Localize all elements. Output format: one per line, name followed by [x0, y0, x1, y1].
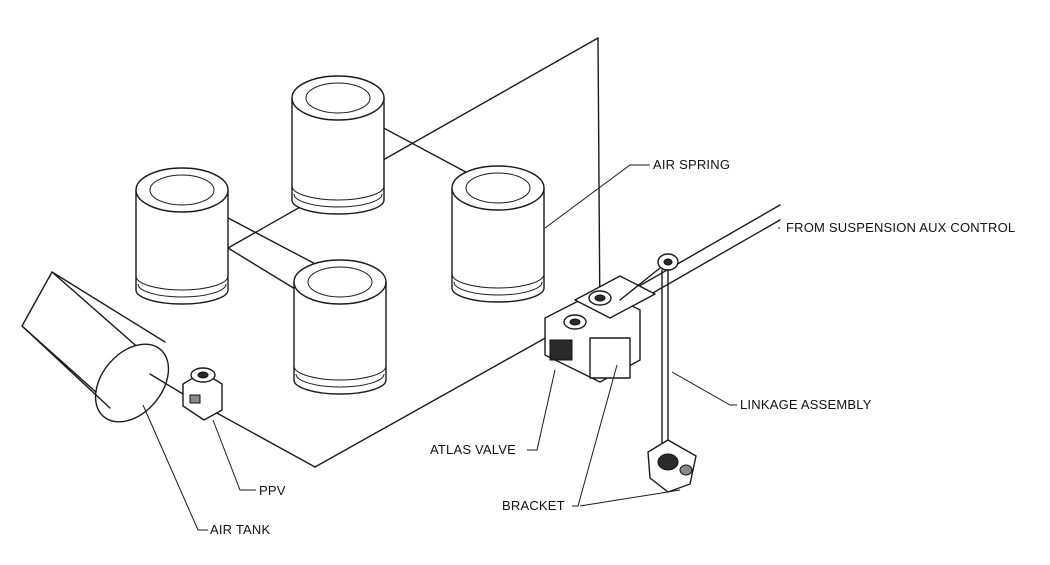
label-ppv: PPV [259, 483, 286, 498]
air-spring-front [293, 259, 387, 395]
label-bracket: BRACKET [502, 498, 565, 513]
air-spring-right [451, 165, 545, 303]
label-air-spring: AIR SPRING [653, 157, 731, 172]
frame-lines [174, 37, 781, 468]
label-linkage-assembly: LINKAGE ASSEMBLY [740, 397, 872, 412]
linkage-rod [661, 269, 669, 451]
lower-bracket [647, 439, 697, 493]
label-atlas-valve: ATLAS VALVE [430, 442, 517, 457]
leader-lines [142, 164, 780, 531]
air-spring-back [291, 75, 385, 215]
label-from-suspension: FROM SUSPENSION AUX CONTROL [786, 220, 1016, 235]
air-spring-left [135, 167, 229, 305]
ppv-valve [149, 367, 223, 421]
label-air-tank: AIR TANK [210, 522, 271, 537]
air-tank [21, 271, 170, 423]
atlas-valve [544, 253, 679, 383]
